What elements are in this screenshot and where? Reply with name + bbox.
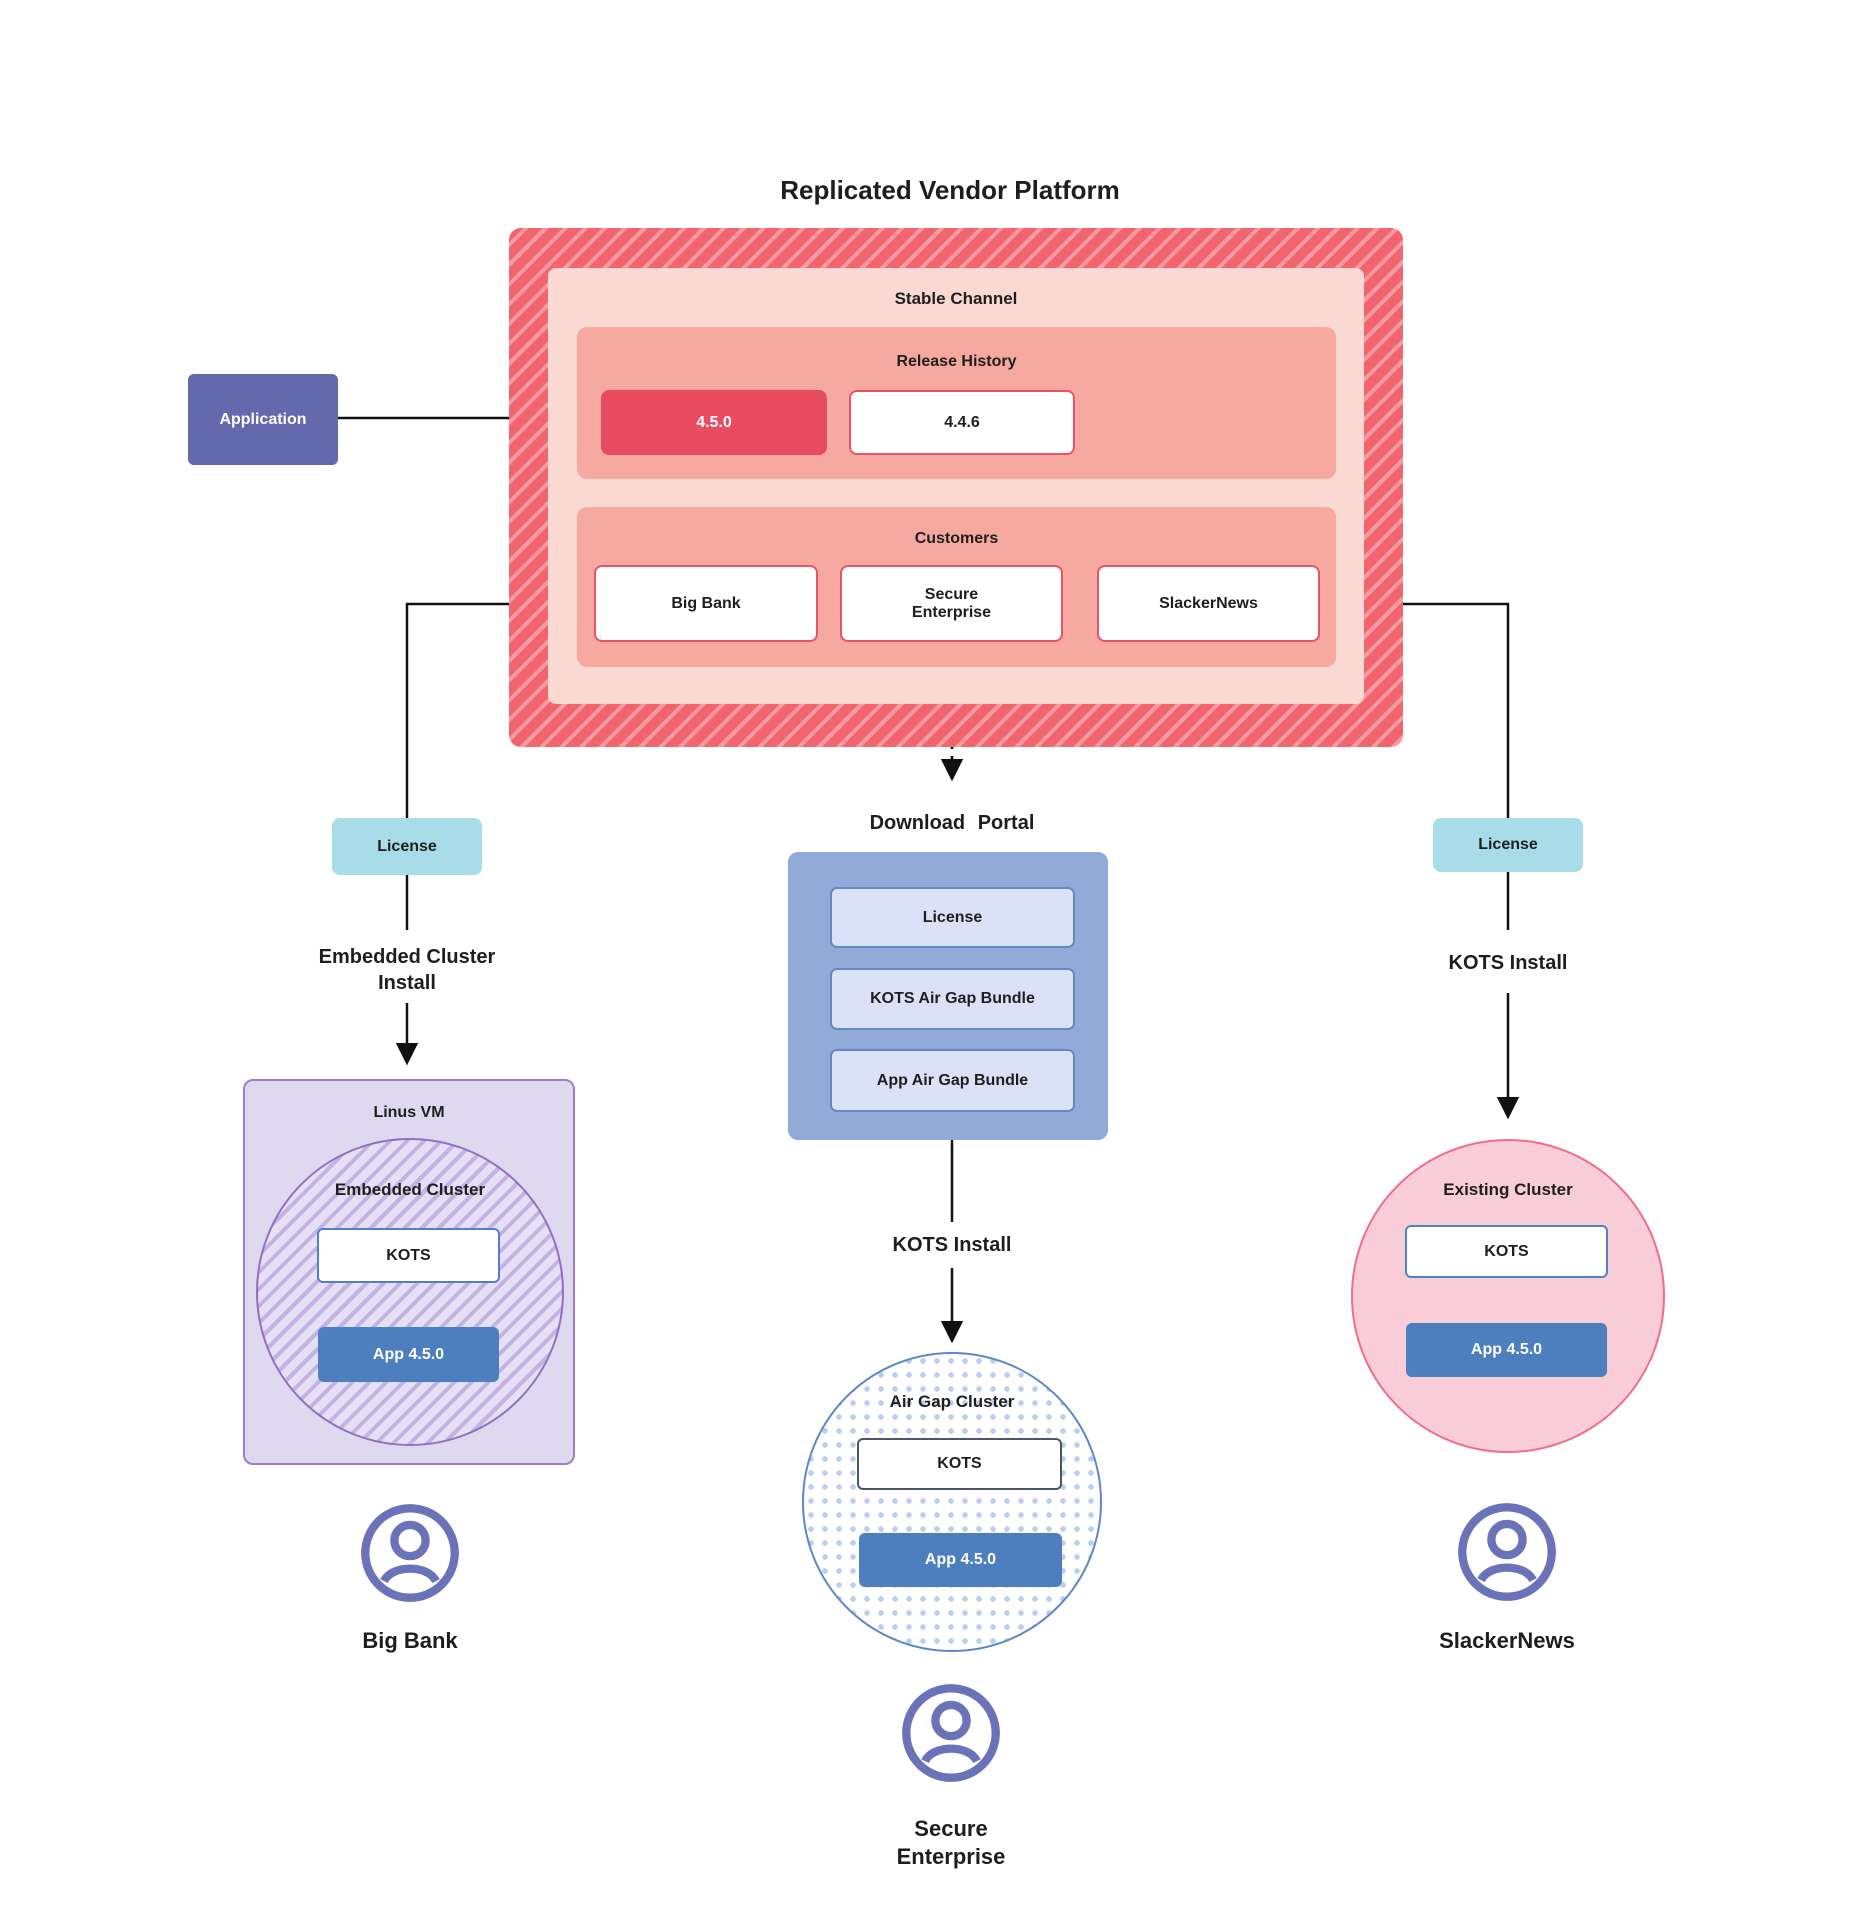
page-title: Replicated Vendor Platform (780, 174, 1120, 205)
portal-item-app-air-gap-bundle[interactable]: App Air Gap Bundle (830, 1049, 1075, 1112)
kots-box-left: KOTS (317, 1228, 500, 1283)
user-icon-secure-enterprise (899, 1681, 1003, 1785)
release-version-446[interactable]: 4.4.6 (849, 390, 1075, 455)
secure-name-line1: Secure (914, 1816, 988, 1841)
kots-install-label-center: KOTS Install (892, 1234, 1012, 1256)
app-box-left: App 4.5.0 (318, 1327, 499, 1382)
customer-secure-line2: Enterprise (911, 603, 992, 621)
user-icon-slackernews (1455, 1500, 1559, 1604)
user-icon-big-bank (358, 1501, 462, 1605)
kots-box-center: KOTS (857, 1438, 1062, 1490)
existing-cluster-label: Existing Cluster (1443, 1180, 1573, 1199)
customer-big-bank[interactable]: Big Bank (594, 565, 818, 642)
secure-name-line2: Enterprise (896, 1844, 1006, 1869)
release-history-label: Release History (896, 353, 1017, 370)
stable-channel-label: Stable Channel (894, 289, 1018, 308)
app-box-center: App 4.5.0 (859, 1533, 1062, 1587)
user-name-secure-enterprise: Secure Enterprise (801, 1814, 1101, 1872)
kots-box-right: KOTS (1405, 1225, 1608, 1278)
embedded-cluster-label: Embedded Cluster (334, 1180, 486, 1199)
license-badge-left: License (332, 818, 482, 875)
linus-vm-label: Linus VM (373, 1104, 445, 1121)
application-box: Application (188, 374, 338, 465)
release-version-450[interactable]: 4.5.0 (601, 390, 827, 455)
customer-secure-enterprise[interactable]: Secure Enterprise (840, 565, 1063, 642)
install-label-line2: Install (378, 972, 436, 994)
customer-secure-line1: Secure (924, 585, 979, 603)
portal-item-kots-air-gap-bundle[interactable]: KOTS Air Gap Bundle (830, 968, 1075, 1030)
customers-label: Customers (914, 530, 999, 547)
kots-install-label-right: KOTS Install (1448, 952, 1568, 974)
download-portal-label: Download Portal (869, 812, 1035, 834)
embedded-cluster-circle (256, 1138, 564, 1446)
user-name-big-bank: Big Bank (362, 1628, 458, 1653)
customer-secure-enterprise-label: Secure Enterprise (912, 586, 991, 622)
license-badge-right: License (1433, 818, 1583, 872)
existing-cluster-circle (1351, 1139, 1665, 1453)
app-box-right: App 4.5.0 (1406, 1323, 1607, 1377)
embedded-cluster-install-label: Embedded Cluster Install (257, 942, 557, 998)
customer-slackernews[interactable]: SlackerNews (1097, 565, 1320, 642)
air-gap-cluster-label: Air Gap Cluster (889, 1392, 1015, 1411)
portal-item-license[interactable]: License (830, 887, 1075, 948)
user-name-slackernews: SlackerNews (1439, 1628, 1575, 1653)
install-label-line1: Embedded Cluster (318, 946, 496, 968)
air-gap-cluster-circle (802, 1352, 1102, 1652)
